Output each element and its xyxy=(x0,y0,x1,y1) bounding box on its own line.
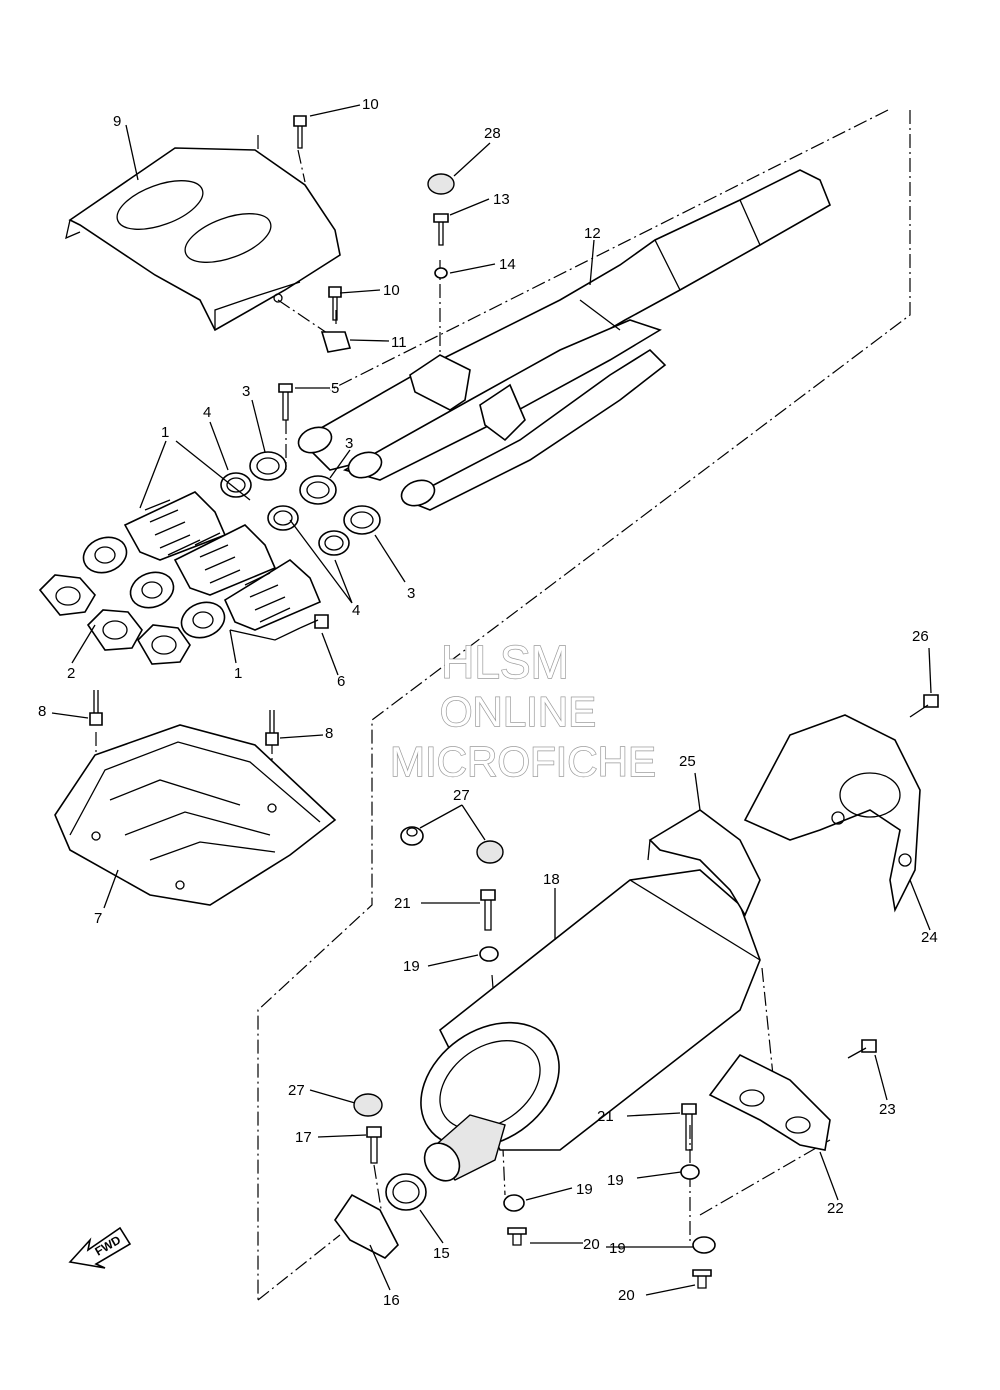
callout-14: 14 xyxy=(499,256,516,273)
collar-19-middle xyxy=(680,1164,700,1180)
watermark-line-3: MICROFICHE xyxy=(390,738,656,785)
callout-8-left: 8 xyxy=(38,703,46,720)
watermark-line-2: ONLINE xyxy=(440,688,596,735)
bolt-13 xyxy=(433,213,449,246)
callout-17: 17 xyxy=(295,1129,312,1146)
muffler-band xyxy=(334,1193,399,1259)
exhaust-joint-rear xyxy=(180,559,322,639)
callout-labels: 9 10 10 11 28 13 14 12 5 1 4 3 3 3 4 1 2… xyxy=(38,96,938,1309)
exhaust-ring-1 xyxy=(220,472,252,498)
rivet-8-right xyxy=(265,710,279,746)
heat-protector-lower xyxy=(54,724,337,906)
callout-1-lower: 1 xyxy=(234,665,242,682)
forward-direction-arrow: FWD xyxy=(68,1226,132,1269)
muffler-cover xyxy=(647,809,761,917)
muffler-bracket xyxy=(708,1053,831,1151)
bolt-21-lower xyxy=(681,1103,697,1151)
watermark-line-1: HLSM xyxy=(441,636,569,688)
callout-12: 12 xyxy=(584,225,601,242)
bolt-23 xyxy=(847,1039,877,1059)
callout-19-lower: 19 xyxy=(609,1240,626,1257)
callout-3-upper: 3 xyxy=(242,383,250,400)
exhaust-pipe-assembly xyxy=(297,169,832,511)
bolt-6 xyxy=(299,614,329,629)
callout-19-left: 19 xyxy=(576,1181,593,1198)
callout-23: 23 xyxy=(879,1101,896,1118)
pipe-clamp-3 xyxy=(343,505,381,535)
collar-19-upper xyxy=(479,946,499,962)
rear-protector xyxy=(743,714,921,913)
callout-4-lower: 4 xyxy=(352,602,360,619)
exhaust-gasket-middle xyxy=(86,609,143,651)
washer-14 xyxy=(434,267,448,279)
watermark: HLSM ONLINE MICROFICHE xyxy=(389,635,656,785)
muffler-gasket-ring xyxy=(385,1173,427,1211)
callout-8-right: 8 xyxy=(325,725,333,742)
exhaust-ring-3 xyxy=(318,530,350,556)
callout-20-left: 20 xyxy=(583,1236,600,1253)
callout-10-upper: 10 xyxy=(362,96,379,113)
callout-5: 5 xyxy=(331,380,339,397)
exhaust-gasket-rear xyxy=(136,624,191,665)
callout-28: 28 xyxy=(484,125,501,142)
collar-19-lower xyxy=(692,1236,716,1254)
callout-26: 26 xyxy=(912,628,929,645)
bolt-26 xyxy=(909,694,939,718)
nut-11 xyxy=(320,331,352,353)
cap-28 xyxy=(427,173,455,195)
callout-10-lower: 10 xyxy=(383,282,400,299)
collar-19-left xyxy=(503,1194,525,1212)
callout-13: 13 xyxy=(493,191,510,208)
bolt-5 xyxy=(278,383,293,421)
callout-6: 6 xyxy=(337,673,345,690)
bolt-21-upper xyxy=(480,889,496,931)
rivet-8-left xyxy=(89,690,103,726)
bolt-20-left xyxy=(507,1227,527,1246)
pipe-clamp-1 xyxy=(249,451,287,481)
callout-1-upper: 1 xyxy=(161,424,169,441)
leader-lines xyxy=(51,104,932,1296)
callout-19-upper: 19 xyxy=(403,958,420,975)
exhaust-gasket-front xyxy=(38,574,96,616)
cap-27-upper xyxy=(476,840,504,864)
muffler xyxy=(420,869,761,1182)
pipe-clamp-2 xyxy=(299,475,337,505)
exhaust-joint-middle xyxy=(129,524,277,609)
callout-25: 25 xyxy=(679,753,696,770)
callout-20-right: 20 xyxy=(618,1287,635,1304)
grommet-27-upper xyxy=(400,826,424,846)
callout-24: 24 xyxy=(921,929,938,946)
bolt-17 xyxy=(366,1126,382,1164)
callout-4-upper: 4 xyxy=(203,404,211,421)
callout-22: 22 xyxy=(827,1200,844,1217)
callout-21-lower: 21 xyxy=(597,1108,614,1125)
bolt-20-right xyxy=(692,1269,712,1289)
callout-3-lower: 3 xyxy=(407,585,415,602)
heat-protector-upper xyxy=(65,147,341,332)
bolt-10-lower xyxy=(328,286,342,321)
callout-9: 9 xyxy=(113,113,121,130)
callout-27-lower: 27 xyxy=(288,1082,305,1099)
callout-2: 2 xyxy=(67,665,75,682)
callout-3-middle: 3 xyxy=(345,435,353,452)
callout-21-upper: 21 xyxy=(394,895,411,912)
callout-27-upper: 27 xyxy=(453,787,470,804)
callout-19-middle: 19 xyxy=(607,1172,624,1189)
callout-15: 15 xyxy=(433,1245,450,1262)
callout-16: 16 xyxy=(383,1292,400,1309)
callout-11: 11 xyxy=(391,334,407,351)
bolt-10-upper xyxy=(293,115,307,149)
exhaust-ring-2 xyxy=(267,505,299,531)
cap-27-lower xyxy=(353,1093,383,1117)
callout-7: 7 xyxy=(94,910,102,927)
callout-18: 18 xyxy=(543,871,560,888)
